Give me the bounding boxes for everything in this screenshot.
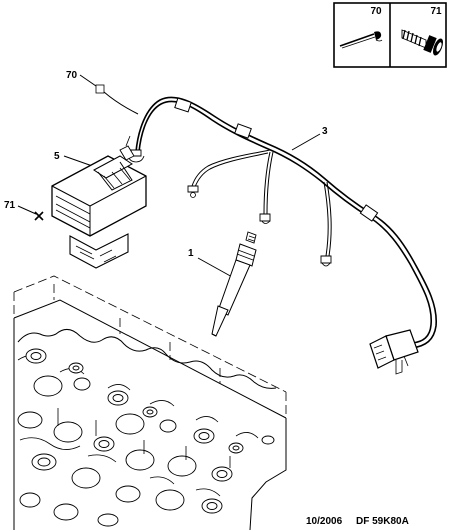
clip-marker	[95, 84, 105, 94]
wiring-harness: 3	[127, 96, 437, 375]
inset-label-clip: 70	[370, 6, 382, 17]
footer: 10/2006 DF 59K80A	[306, 516, 409, 527]
harness-clip-3	[359, 204, 379, 222]
callout-clip: 70	[66, 70, 139, 115]
head-port	[33, 375, 63, 397]
cylinder-head	[13, 275, 287, 531]
cable-tie-icon	[339, 31, 383, 49]
callout-screw: 71	[4, 200, 44, 221]
glow-plug: 1	[188, 231, 257, 337]
callout-label-screw: 71	[4, 200, 16, 211]
head-port	[115, 413, 145, 435]
harness-connector	[369, 329, 419, 375]
glow-plug-relay: 5	[51, 135, 147, 269]
callout-label-relay: 5	[54, 151, 60, 162]
harness-clip-2	[234, 123, 252, 139]
head-port	[125, 449, 155, 471]
head-port	[167, 455, 197, 477]
callout-label-glow-plug: 1	[188, 248, 194, 259]
harness-clip-1	[174, 97, 192, 113]
parts-inset: 70 71	[333, 2, 447, 68]
footer-date: 10/2006	[306, 516, 343, 527]
callout-label-clip: 70	[66, 70, 78, 81]
screw-icon	[401, 29, 444, 56]
screw-mark-icon	[34, 211, 44, 221]
inset-label-screw: 71	[430, 6, 442, 17]
footer-reference: DF 59K80A	[356, 516, 409, 527]
head-port	[53, 421, 83, 443]
callout-label-harness: 3	[322, 126, 328, 137]
